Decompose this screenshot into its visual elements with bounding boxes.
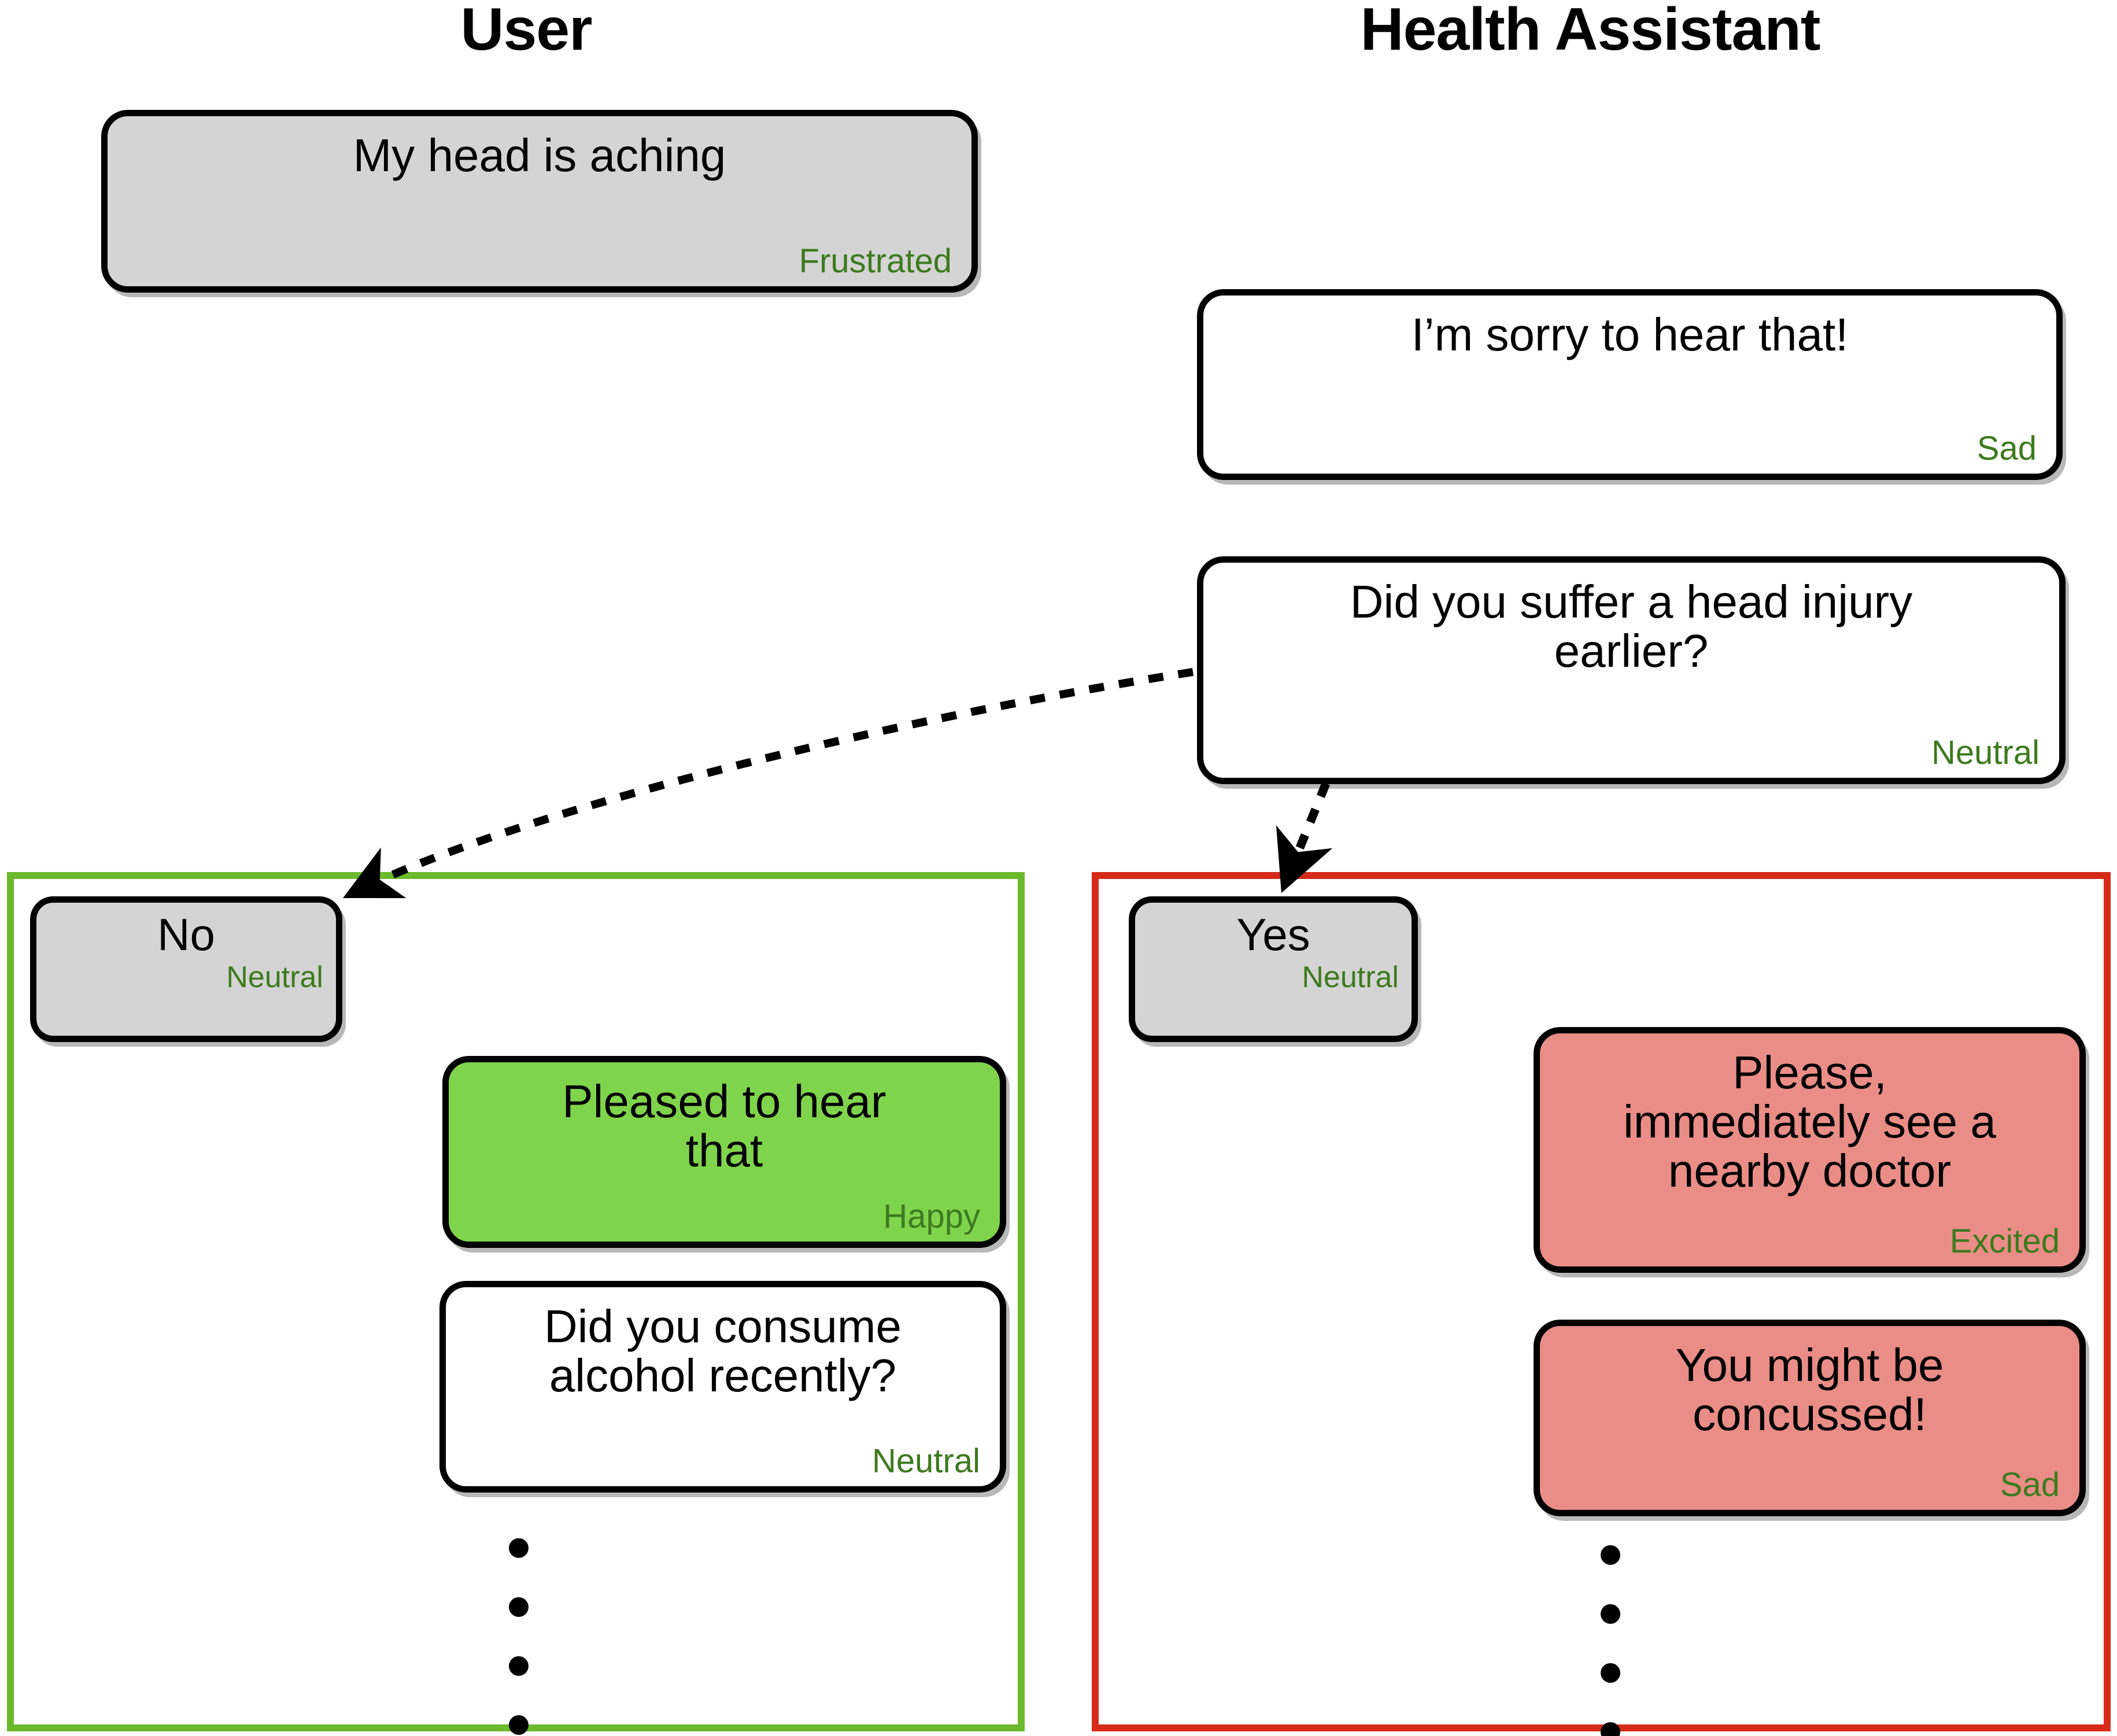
ellipsis-dot: [509, 1715, 529, 1735]
column-header-health-assistant: Health Assistant: [1360, 0, 1820, 63]
ellipsis-dot: [1601, 1663, 1620, 1683]
vertical-ellipsis-no-branch: [509, 1538, 529, 1735]
message-text: You might be concussed!: [1675, 1339, 1944, 1440]
emotion-label: Sad: [1976, 430, 2037, 467]
vertical-ellipsis-yes-branch: [1601, 1545, 1620, 1736]
message-text: Did you suffer a head injury earlier?: [1350, 576, 1913, 677]
emotion-label: Sad: [2000, 1466, 2060, 1504]
message-text: Yes: [1236, 909, 1310, 960]
message-text: Pleased to hear that: [562, 1076, 886, 1176]
emotion-label: Excited: [1949, 1222, 2060, 1260]
branch-yes-arrow: [1276, 782, 1333, 893]
message-bubble-answer-no[interactable]: No Neutral: [30, 896, 342, 1042]
message-bubble-answer-yes[interactable]: Yes Neutral: [1129, 896, 1418, 1042]
message-bubble-pleased-to-hear[interactable]: Pleased to hear that Happy: [442, 1056, 1006, 1248]
message-bubble-alcohol-question[interactable]: Did you consume alcohol recently? Neutra…: [439, 1281, 1006, 1493]
ellipsis-dot: [509, 1538, 529, 1558]
message-text: I’m sorry to hear that!: [1411, 309, 1849, 360]
ellipsis-dot: [509, 1597, 529, 1617]
message-text: Did you consume alcohol recently?: [544, 1301, 902, 1401]
message-text: Please, immediately see a nearby doctor: [1623, 1047, 1996, 1196]
branch-no-arrow: [342, 668, 1194, 899]
message-bubble-head-injury-question[interactable]: Did you suffer a head injury earlier? Ne…: [1197, 556, 2066, 784]
emotion-label: Neutral: [1931, 734, 2040, 771]
emotion-label: Frustrated: [799, 242, 952, 280]
message-bubble-concussed[interactable]: You might be concussed! Sad: [1534, 1320, 2086, 1516]
emotion-label: Neutral: [872, 1442, 980, 1480]
column-header-user: User: [460, 0, 592, 63]
message-bubble-see-doctor[interactable]: Please, immediately see a nearby doctor …: [1534, 1027, 2086, 1273]
emotion-label: Happy: [883, 1198, 980, 1235]
ellipsis-dot: [1601, 1604, 1620, 1624]
ellipsis-dot: [1601, 1722, 1620, 1736]
ellipsis-dot: [509, 1656, 529, 1676]
message-text: My head is aching: [353, 130, 726, 181]
emotion-label: Neutral: [1302, 960, 1399, 994]
message-bubble-head-aching[interactable]: My head is aching Frustrated: [101, 110, 978, 293]
ellipsis-dot: [1601, 1545, 1620, 1565]
message-text: No: [157, 909, 215, 960]
emotion-label: Neutral: [226, 960, 323, 994]
message-bubble-sorry-to-hear[interactable]: I’m sorry to hear that! Sad: [1197, 289, 2063, 480]
